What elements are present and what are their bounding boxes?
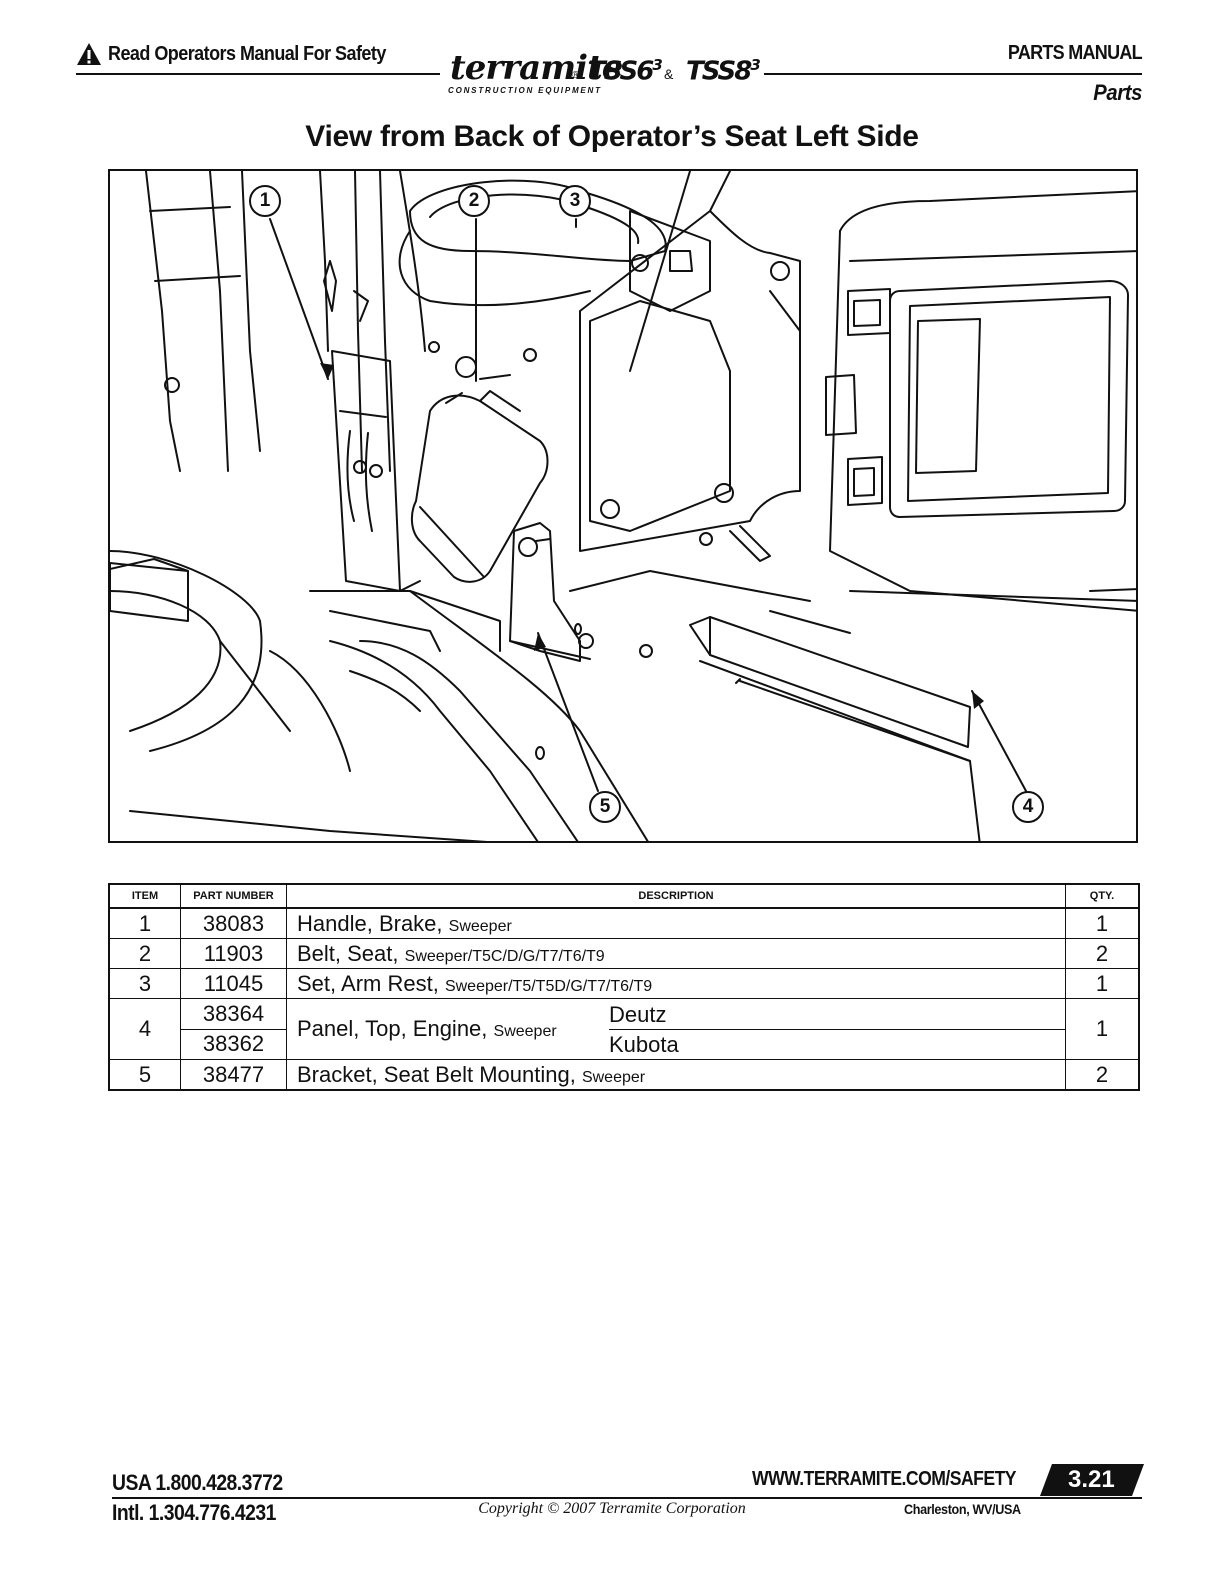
phone-usa: USA 1.800.428.3772 (112, 1470, 283, 1495)
engine-option-deutz: Deutz (609, 1000, 1065, 1030)
header-item: ITEM (108, 883, 181, 909)
brand-name: terramite (450, 48, 623, 88)
description-note: Sweeper (493, 1023, 557, 1040)
page-number-badge: 3.21 (1040, 1464, 1144, 1496)
page-number: 3.21 (1068, 1466, 1115, 1493)
description: Set, Arm Rest, Sweeper/T5/T5D/G/T7/T6/T9 (286, 968, 1066, 999)
part-number: 11903 (180, 938, 287, 969)
callout-5: 5 (589, 791, 621, 823)
callout-1: 1 (249, 185, 281, 217)
callout-2: 2 (458, 185, 490, 217)
parts-diagram: 1 2 3 4 5 (108, 169, 1138, 843)
table-row: 5 38477 Bracket, Seat Belt Mounting, Swe… (108, 1059, 1140, 1091)
safety-text: Read Operators Manual For Safety (108, 42, 386, 65)
part-number: 38364 (180, 998, 287, 1030)
description: Panel, Top, Engine, Sweeper Deutz Kubota (286, 998, 1066, 1060)
model-tss8: TSS83 (686, 56, 761, 87)
page-title: View from Back of Operator’s Seat Left S… (305, 120, 919, 153)
item-number: 1 (108, 907, 181, 939)
manual-label: PARTS MANUAL (1007, 42, 1143, 64)
description-note: Sweeper/T5/T5D/G/T7/T6/T9 (444, 977, 653, 995)
safety-url[interactable]: WWW.TERRAMITE.COM/SAFETY (752, 1468, 1017, 1490)
part-number: 38362 (180, 1028, 287, 1060)
header-description: DESCRIPTION (286, 883, 1066, 909)
part-number: 38083 (180, 907, 287, 939)
brand-tagline: CONSTRUCTION EQUIPMENT (448, 86, 602, 95)
parts-table: ITEM PART NUMBER DESCRIPTION QTY. 1 3808… (108, 883, 1140, 1091)
table-row: 38362 (109, 1028, 1139, 1060)
item-number: 5 (108, 1059, 181, 1091)
copyright: Copyright © 2007 Terramite Corporation (478, 1500, 746, 1517)
quantity: 2 (1065, 938, 1140, 969)
header-rule-right (764, 73, 1142, 75)
table-row: 3 11045 Set, Arm Rest, Sweeper/T5/T5D/G/… (108, 968, 1140, 999)
description: Handle, Brake, Sweeper (286, 907, 1066, 939)
description-note: Sweeper/T5C/D/G/T7/T6/T9 (404, 947, 605, 965)
brand-logo: terramite ® CONSTRUCTION EQUIPMENT TSS63… (448, 48, 761, 98)
warning-icon (77, 43, 101, 65)
section-label: Parts (1093, 80, 1142, 105)
quantity: 2 (1065, 1059, 1140, 1091)
table-header-row: ITEM PART NUMBER DESCRIPTION QTY. (108, 883, 1140, 909)
safety-notice: Read Operators Manual For Safety (76, 42, 417, 66)
item-number: 4 (108, 998, 181, 1060)
table-row: 4 38364 Panel, Top, Engine, Sweeper Deut… (108, 998, 1140, 1060)
item-number: 2 (108, 938, 181, 969)
description: Belt, Seat, Sweeper/T5C/D/G/T7/T6/T9 (286, 938, 1066, 969)
part-number: 38477 (180, 1059, 287, 1091)
table-row: 1 38083 Handle, Brake, Sweeper 1 (108, 907, 1140, 939)
brand-registered-mark: ® (572, 70, 580, 81)
callout-4: 4 (1012, 791, 1044, 823)
header-part-number: PART NUMBER (180, 883, 287, 909)
header-qty: QTY. (1065, 883, 1140, 909)
engine-option-kubota: Kubota (609, 1031, 679, 1057)
table-row: 2 11903 Belt, Seat, Sweeper/T5C/D/G/T7/T… (108, 938, 1140, 969)
footer-rule (112, 1497, 1142, 1499)
item-number: 3 (108, 968, 181, 999)
description-note: Sweeper (581, 1068, 646, 1086)
description-note: Sweeper (448, 917, 512, 935)
phone-intl: Intl. 1.304.776.4231 (112, 1500, 276, 1525)
quantity: 1 (1065, 998, 1140, 1060)
description: Bracket, Seat Belt Mounting, Sweeper (286, 1059, 1066, 1091)
part-number: 11045 (180, 968, 287, 999)
quantity: 1 (1065, 907, 1140, 939)
callout-3: 3 (559, 185, 591, 217)
header-rule-left (76, 73, 440, 75)
diagram-line-art (110, 171, 1136, 841)
model-tss6: TSS63 (588, 56, 663, 87)
quantity: 1 (1065, 968, 1140, 999)
location: Charleston, WV/USA (904, 1501, 1021, 1517)
model-ampersand: & (664, 66, 674, 82)
